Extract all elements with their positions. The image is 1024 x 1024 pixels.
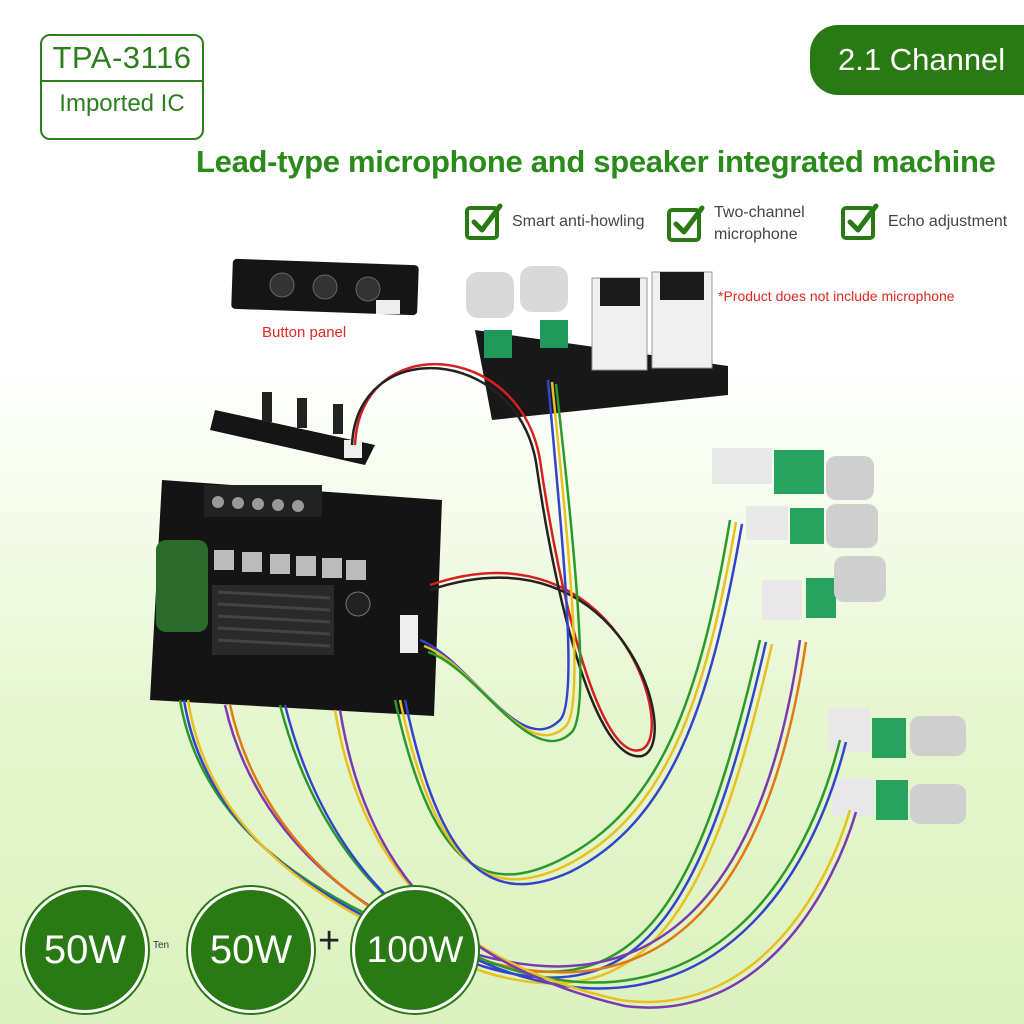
microphone-note: *Product does not include microphone (718, 288, 955, 304)
power-rating-2: 50W (188, 887, 314, 1013)
feature-label-line2: microphone (714, 226, 798, 243)
power-separator-plus: + (318, 920, 341, 962)
feature-echo: Echo adjustment (840, 202, 1007, 242)
channel-badge: 2.1 Channel (810, 25, 1024, 95)
feature-label: Smart anti-howling (512, 213, 645, 230)
feature-label-line1: Two-channel (714, 204, 805, 221)
checkbox-icon (841, 203, 879, 240)
ic-model: TPA-3116 (52, 40, 192, 75)
main-amplifier-board (150, 480, 442, 716)
ic-subtitle: Imported IC (59, 90, 185, 117)
potentiometer-knobs (712, 448, 966, 824)
feature-label: Echo adjustment (888, 213, 1008, 230)
feature-label: Two-channel microphone (714, 202, 805, 246)
mic-board (466, 266, 728, 420)
button-panel-top (231, 258, 419, 316)
checkbox-icon (667, 205, 705, 242)
button-panel-side (210, 392, 375, 465)
headline: Lead-type microphone and speaker integra… (196, 144, 996, 179)
ic-badge-divider (42, 80, 202, 82)
power-rating-1: 50W (22, 887, 148, 1013)
power-separator-ten: Ten (153, 940, 170, 951)
power-rating-3: 100W (352, 887, 478, 1013)
checkbox-icon (465, 203, 503, 240)
button-panel-label: Button panel (262, 324, 347, 341)
ribbon-cables (178, 363, 858, 1009)
feature-two-channel-mic: Two-channel microphone (666, 202, 805, 246)
ic-badge: TPA-3116 Imported IC (40, 34, 204, 140)
feature-anti-howling: Smart anti-howling (464, 202, 645, 242)
